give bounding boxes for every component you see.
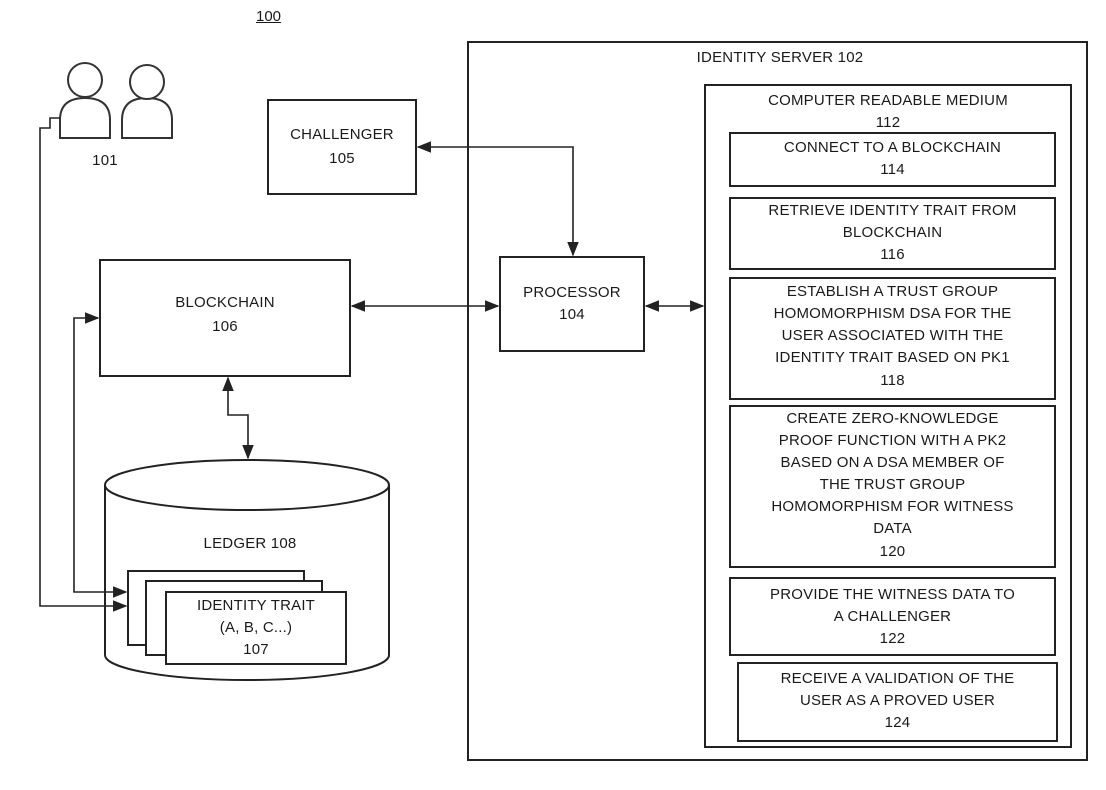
challenger-title: CHALLENGER [290, 126, 394, 143]
challenger-box [267, 99, 417, 195]
ledger-title: LEDGER 108 [203, 535, 297, 552]
step-boxes [729, 132, 1058, 742]
processor-ref: 104 [559, 306, 585, 323]
blockchain-ref: 106 [212, 318, 238, 335]
step-120-ref: 120 [879, 543, 906, 560]
identity-server-box [467, 41, 1088, 761]
identity-trait-title: IDENTITY TRAIT [196, 597, 316, 614]
crm-ref: 112 [875, 114, 901, 131]
processor-title: PROCESSOR [523, 284, 621, 301]
blockchain-title: BLOCKCHAIN [175, 294, 275, 311]
step-124-text: RECEIVE A VALIDATION OF THE USER AS A PR… [780, 670, 1015, 709]
step-118-ref: 118 [880, 372, 905, 389]
step-120-text: CREATE ZERO-KNOWLEDGE PROOF FUNCTION WIT… [771, 410, 1014, 537]
step-122-text: PROVIDE THE WITNESS DATA TO A CHALLENGER [770, 586, 1015, 625]
users-label: 101 [92, 152, 118, 169]
figure-number: 100 [256, 8, 282, 25]
challenger-processor-connector [416, 141, 579, 257]
blockchain-trait-connector [73, 312, 128, 598]
step-116-text: RETRIEVE IDENTITY TRAIT FROM BLOCKCHAIN [768, 202, 1017, 241]
identity-server-title: IDENTITY SERVER 102 [696, 49, 864, 66]
crm-title: COMPUTER READABLE MEDIUM [768, 92, 1008, 109]
identity-trait-value: (A, B, C...) [219, 619, 293, 636]
users-icon [59, 62, 173, 139]
challenger-ref: 105 [329, 150, 355, 167]
step-118-text: ESTABLISH A TRUST GROUP HOMOMORPHISM DSA… [773, 283, 1012, 366]
users-trait-connector [39, 117, 128, 612]
blockchain-box [99, 259, 351, 377]
step-122-ref: 122 [879, 630, 906, 647]
crm-box [704, 84, 1072, 748]
step-124-ref: 124 [884, 714, 911, 731]
step-114-text: CONNECT TO A BLOCKCHAIN [783, 139, 1002, 156]
identity-trait-cards [127, 570, 347, 665]
processor-box [499, 256, 645, 352]
step-116-ref: 116 [880, 246, 905, 263]
blockchain-ledger-connector [222, 376, 254, 460]
identity-trait-ref: 107 [243, 641, 269, 658]
step-114-ref: 114 [880, 161, 905, 178]
